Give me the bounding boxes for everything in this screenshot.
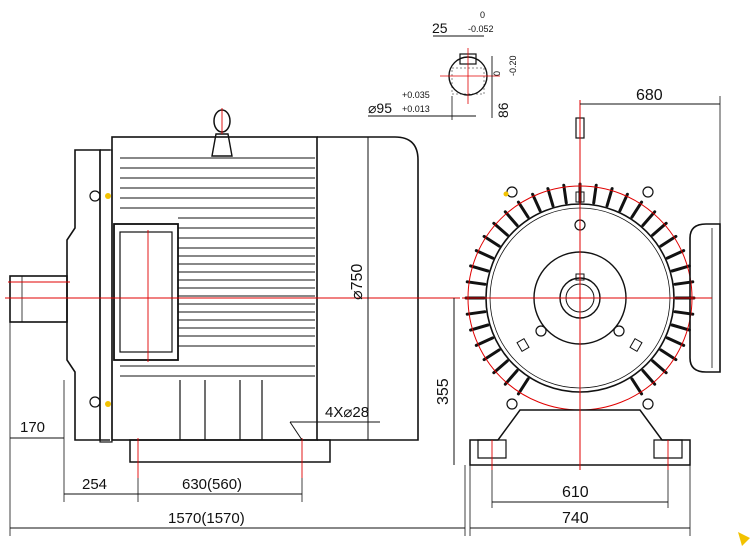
- fin-tooth: [651, 359, 668, 375]
- fin-tooth: [474, 336, 495, 347]
- fin-tooth: [659, 348, 678, 362]
- dim-1570: 1570(1570): [168, 510, 245, 527]
- fin-tooth: [465, 280, 487, 286]
- key-height: 86: [495, 102, 511, 118]
- fin-tooth: [516, 200, 530, 219]
- bolt-head: [613, 325, 625, 337]
- fin-tooth: [492, 221, 509, 237]
- mounting-feet: [129, 380, 331, 463]
- fan-cowl-icon: [317, 136, 419, 441]
- fin-tooth: [503, 369, 519, 386]
- fin-tooth: [651, 221, 668, 237]
- fin-tooth: [546, 187, 555, 208]
- front-cooling-fins: [464, 182, 696, 396]
- key-height-tol-upper: 0: [492, 71, 502, 76]
- fin-tooth: [474, 249, 495, 260]
- motor-body: [111, 109, 331, 463]
- front-feet: [469, 409, 691, 466]
- bolt-head: [89, 396, 101, 408]
- fin-tooth: [592, 183, 598, 205]
- dim-4x28: 4X⌀28: [325, 404, 369, 421]
- keyway-tol-upper: 0: [480, 10, 485, 20]
- keyway-width: 25: [432, 20, 448, 36]
- dim-680: 680: [636, 87, 663, 104]
- dim-750: ⌀750: [349, 264, 366, 300]
- fin-tooth: [605, 187, 614, 208]
- grease-nipple-icon: [105, 401, 111, 407]
- corner-accent-mark: [738, 532, 750, 546]
- fin-tooth: [469, 264, 490, 273]
- fin-tooth: [482, 234, 501, 248]
- fin-tooth: [659, 234, 678, 248]
- dim-355: 355: [435, 378, 452, 405]
- fin-tooth: [492, 359, 509, 375]
- side-view: ⌀750 355 4X⌀28 170 254 630(560) 1570(157…: [5, 108, 466, 536]
- fin-tooth: [630, 200, 644, 219]
- fin-tooth: [670, 264, 691, 273]
- dim-610: 610: [562, 484, 589, 501]
- fin-tooth: [482, 348, 501, 362]
- keyway-tol-lower: -0.052: [468, 24, 494, 34]
- dim-170: 170: [20, 419, 45, 436]
- bolt-head: [89, 190, 101, 202]
- fin-tooth: [641, 369, 657, 386]
- dim-254: 254: [82, 476, 107, 493]
- fin-tooth: [618, 192, 629, 213]
- terminal-box-icon: [113, 223, 179, 361]
- fin-tooth: [670, 323, 691, 332]
- shaft-keyway-detail: 25 0 -0.052 86 0 -0.20 ⌀95 +0.035 +0.013: [368, 10, 518, 120]
- fin-tooth: [641, 210, 657, 227]
- fin-tooth: [665, 249, 686, 260]
- shaft-tol-lower: +0.013: [402, 104, 430, 114]
- front-view: 680 610 740: [462, 87, 721, 536]
- cooling-fins: [120, 157, 315, 377]
- fin-tooth: [665, 336, 686, 347]
- fin-tooth: [531, 192, 542, 213]
- shaft-diameter: ⌀95: [368, 100, 392, 116]
- fin-tooth: [562, 183, 568, 205]
- dim-740: 740: [562, 510, 589, 527]
- end-shield: [66, 149, 113, 443]
- key-height-tol-lower: -0.20: [508, 55, 518, 76]
- fin-tooth: [630, 377, 644, 396]
- dim-630: 630(560): [182, 476, 242, 493]
- shaft-tol-upper: +0.035: [402, 90, 430, 100]
- shaft: [9, 275, 68, 323]
- bolt-head: [535, 325, 547, 337]
- grease-nipple-icon: [105, 193, 111, 199]
- fin-tooth: [503, 210, 519, 227]
- fin-tooth: [469, 323, 490, 332]
- fin-tooth: [516, 377, 530, 396]
- fin-tooth: [465, 310, 487, 316]
